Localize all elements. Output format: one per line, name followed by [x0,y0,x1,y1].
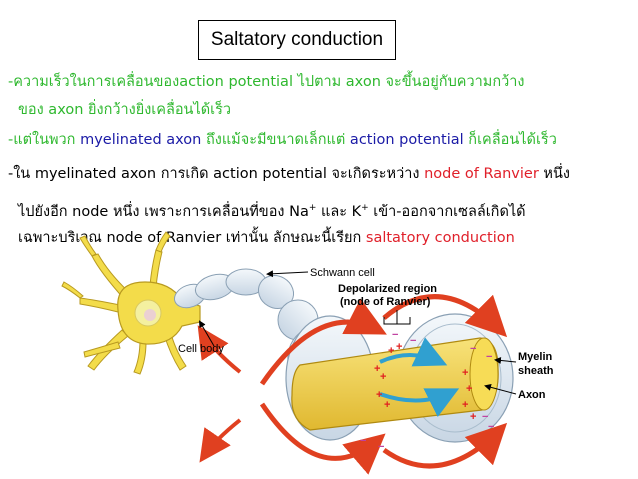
svg-text:+: + [388,345,394,357]
label-cell-body: Cell body [178,343,224,355]
bullet-3-line-1-highlight: node of Ranvier [424,166,539,182]
charges: ++ ++ ++ ++ ++ −− −− −− −− [360,329,494,453]
svg-text:+: + [374,363,380,375]
bullet-3-line-3-highlight: saltatory conduction [365,230,515,246]
label-depolarized-region: Depolarized region [338,283,437,295]
bullet-3-line-2-text-c: เข้า-ออกจากเซลล์เกิดได้ [368,203,526,220]
bullet-3-line-2: ไปยังอีก node หนึ่ง เพราะการเคลื่อนที่ขอ… [18,199,526,221]
svg-text:−: − [470,343,476,355]
svg-text:−: − [360,435,366,447]
svg-text:+: + [384,399,390,411]
bullet-3-line-2-text-b: และ K [316,203,362,220]
svg-text:+: + [462,399,468,411]
nucleolus [144,309,156,321]
bullet-2-prefix: -แต่ในพวก [8,132,76,148]
svg-text:+: + [466,383,472,395]
current-arrows-red [259,294,508,475]
bullet-3-line-1-text: -ใน myelinated axon การเกิด action poten… [8,166,425,182]
label-node-of-ranvier: (node of Ranvier) [340,296,431,308]
bullet-3-line-3: เฉพาะบริเวณ node of Ranvier เท่านั้น ลัก… [18,229,515,247]
bullet-3-line-2-text-a: ไปยังอีก node หนึ่ง เพราะการเคลื่อนที่ขอ… [18,203,309,220]
label-pointers [198,270,517,395]
svg-text:−: − [486,351,492,363]
label-schwann-cell: Schwann cell [310,267,375,279]
current-arrows-left [197,325,242,463]
bullet-2-en-1: myelinated axon [75,132,206,148]
current-arrows-blue [379,337,460,418]
svg-text:−: − [392,329,398,341]
label-axon: Axon [518,389,546,401]
bullet-2-mid: ถึงแม้จะมีขนาดเล็กแต่ [205,132,346,148]
bullet-2-en-2: action potential [345,132,469,148]
svg-text:+: + [376,389,382,401]
svg-text:+: + [462,367,468,379]
svg-text:−: − [482,411,488,423]
bullet-3-line-1-end: หนึ่ง [538,166,570,182]
svg-text:−: − [488,421,494,433]
label-sheath: sheath [518,365,554,377]
bullet-1-line-2: ของ axon ยิ่งกว้างยิ่งเคลื่อนได้เร็ว [18,102,232,118]
title-box: Saltatory conduction [198,20,396,60]
label-myelin: Myelin [518,351,553,363]
bullet-2-suffix: ก็เคลื่อนได้เร็ว [468,132,557,148]
bullet-1-line-1: -ความเร็วในการเคลื่อนของaction potential… [8,74,525,90]
svg-text:+: + [380,371,386,383]
bullet-2: -แต่ในพวก myelinated axon ถึงแม้จะมีขนาด… [8,131,557,149]
svg-text:+: + [396,341,402,353]
neuron-dendrites [61,231,187,375]
k-charge: + [361,203,369,213]
svg-text:−: − [378,441,384,453]
bullet-3-line-1: -ใน myelinated axon การเกิด action poten… [8,165,570,183]
svg-text:−: − [410,335,416,347]
bullet-3-line-3-text: เฉพาะบริเวณ node of Ranvier เท่านั้น ลัก… [18,230,366,246]
slide-title: Saltatory conduction [210,29,384,50]
svg-text:+: + [470,411,476,423]
na-charge: + [308,203,317,213]
